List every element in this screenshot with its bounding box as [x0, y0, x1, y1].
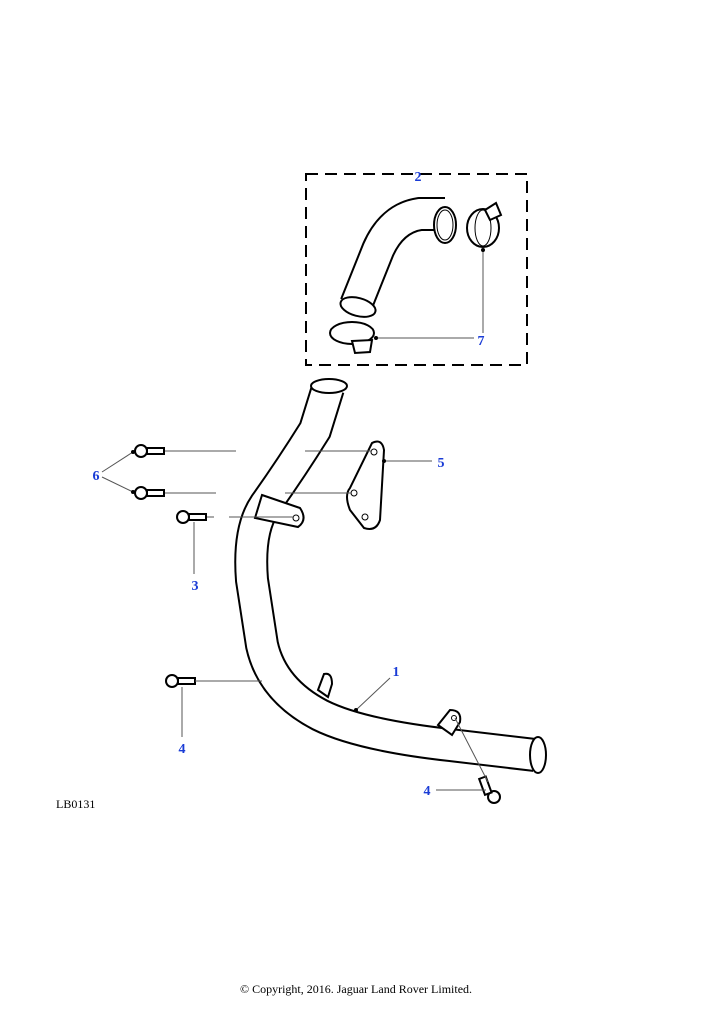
bolt-4-right	[477, 775, 501, 804]
bolt-6-upper	[134, 444, 165, 458]
callout-2: 2	[415, 170, 422, 185]
callout-7: 7	[478, 334, 485, 349]
hose-elbow	[339, 197, 457, 318]
coolant-pipe	[234, 378, 547, 774]
callout-4-right: 4	[424, 784, 431, 799]
bolt-4-left	[165, 674, 196, 688]
hose-clip-upper	[466, 201, 503, 248]
callout-6: 6	[93, 469, 100, 484]
diagram-reference: LB0131	[56, 797, 95, 811]
bolt-6-lower	[134, 486, 165, 500]
kit-dashed-box	[305, 173, 528, 366]
callout-5: 5	[438, 456, 445, 471]
bolt-3	[176, 510, 207, 524]
hose-clip-lower	[329, 321, 375, 355]
callout-4-left: 4	[179, 742, 186, 757]
mounting-bracket	[346, 440, 386, 530]
copyright-notice: © Copyright, 2016. Jaguar Land Rover Lim…	[240, 982, 472, 996]
callout-3: 3	[192, 579, 199, 594]
callout-1: 1	[393, 665, 400, 680]
